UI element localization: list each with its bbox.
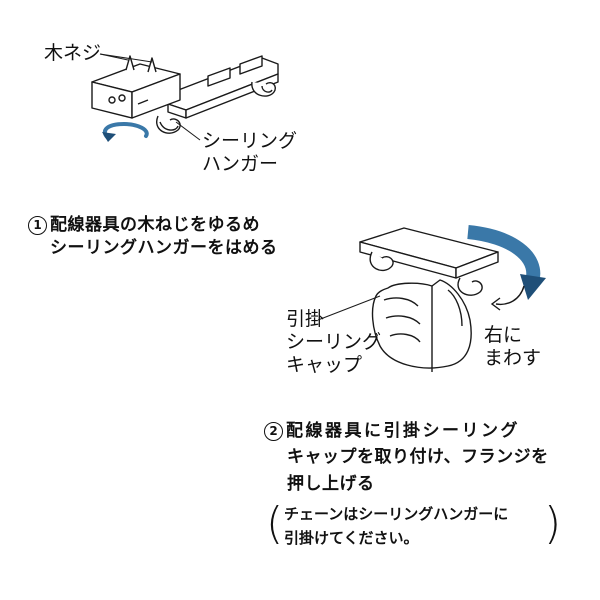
turn-right-label: 右に まわす xyxy=(484,324,541,370)
step-2-text-line2: キャップを取り付け、フランジを xyxy=(287,447,549,468)
chain-note: チェーンはシーリングハンガーに 引掛けてください。 xyxy=(284,502,508,550)
step-2-text-line1: 配線器具に引掛シーリング xyxy=(286,421,520,441)
step-2-number: 2 xyxy=(264,422,283,441)
hook-cap-label-line2: シーリング xyxy=(286,330,382,353)
chain-note-line1: チェーンはシーリングハンガーに xyxy=(284,505,509,523)
hook-cap-label-line3: キャップ xyxy=(286,353,363,376)
turn-right-label-line2: まわす xyxy=(484,346,542,369)
hook-cap-label: 引掛 シーリング キャップ xyxy=(286,308,381,376)
step-1-number: 1 xyxy=(28,216,47,235)
hook-cap-label-line1: 引掛 xyxy=(286,308,325,330)
turn-right-label-line1: 右に xyxy=(484,324,523,346)
chain-note-line2: 引掛けてください。 xyxy=(284,529,419,547)
step-1-text-line1: 配線器具の木ねじをゆるめ xyxy=(50,215,260,235)
ceiling-hanger-label-line1: シーリング xyxy=(202,130,298,152)
note-open-paren: ( xyxy=(266,498,284,549)
ceiling-hanger-label: シーリング ハンガー xyxy=(202,130,297,176)
step-1-text-line2: シーリングハンガーをはめる xyxy=(50,237,278,258)
step-2-text-line3: 押し上げる xyxy=(287,473,375,494)
wood-screw-label: 木ネジ xyxy=(44,42,102,64)
note-close-paren: ) xyxy=(544,498,562,549)
ceiling-hanger-label-line2: ハンガー xyxy=(202,152,279,175)
